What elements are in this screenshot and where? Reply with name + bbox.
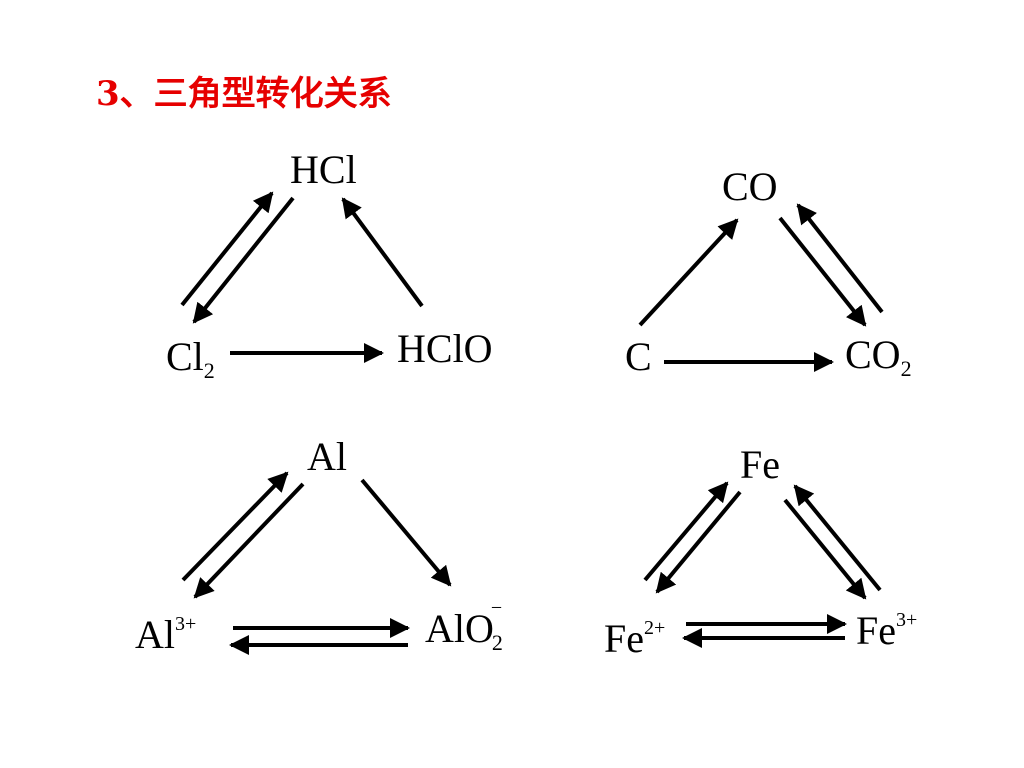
species-fe2plus: Fe2+: [604, 616, 665, 661]
species-cl2: Cl2: [166, 334, 215, 383]
arrow-fe3plus-to-fe: [793, 484, 882, 592]
arrow-hclo-to-hcl: [341, 197, 424, 308]
arrow-co2-to-co: [796, 203, 884, 314]
species-hclo: HClO: [397, 326, 493, 371]
species-co: CO: [722, 164, 778, 209]
species-al3plus: Al3+: [135, 612, 196, 657]
species-alo2minus: AlO2−: [425, 597, 503, 655]
diagram-aluminum: Al Al3+ AlO2−: [135, 434, 503, 657]
diagram-carbon: CO C CO2: [625, 164, 912, 381]
species-fe: Fe: [740, 442, 780, 487]
arrow-c-to-co: [638, 218, 739, 327]
arrow-fe2plus-to-fe: [643, 481, 729, 582]
species-hcl: HCl: [290, 147, 357, 192]
arrow-fe-to-fe2plus: [655, 490, 742, 594]
diagram-iron: Fe Fe2+ Fe3+: [604, 442, 917, 661]
species-c: C: [625, 334, 652, 379]
species-al: Al: [307, 434, 347, 479]
arrow-al-to-alo2minus: [360, 478, 452, 587]
arrow-hcl-to-cl2: [192, 196, 295, 324]
diagram-chlorine: HCl Cl2 HClO: [166, 147, 493, 383]
species-fe3plus: Fe3+: [856, 608, 917, 653]
species-co2: CO2: [845, 332, 912, 381]
arrow-fe-to-fe3plus: [783, 498, 867, 600]
arrow-al-to-al3plus: [193, 482, 305, 599]
arrow-cl2-to-hcl: [180, 191, 274, 307]
arrow-al3plus-to-al: [181, 471, 289, 582]
arrow-co-to-co2: [778, 216, 867, 327]
slide-title: 3、三角型转化关系: [96, 74, 392, 114]
